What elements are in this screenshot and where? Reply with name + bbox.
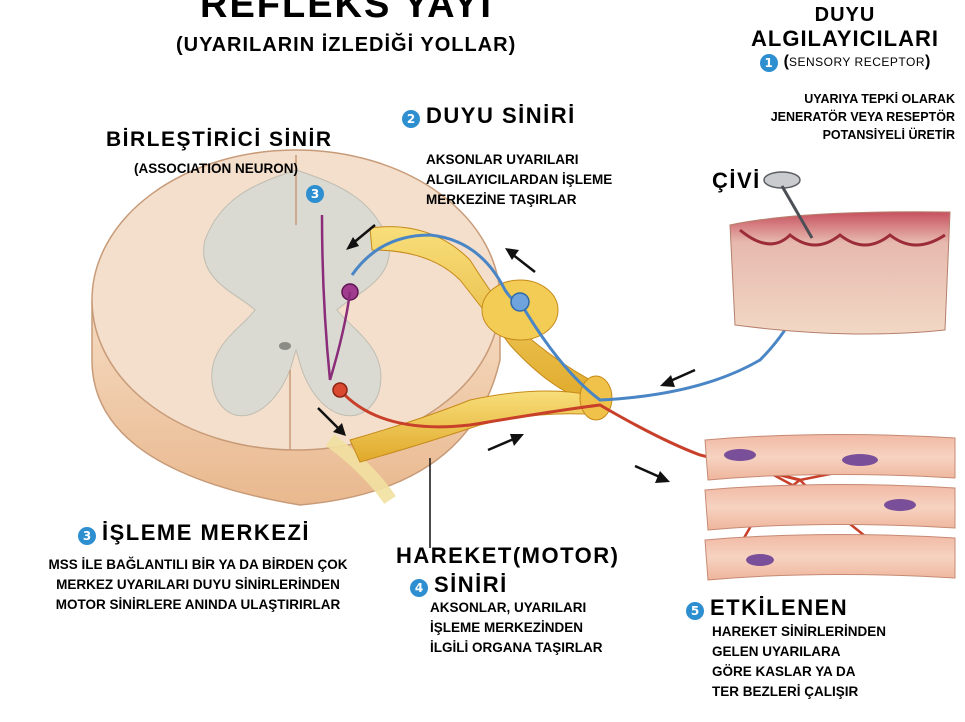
receptor-desc-line: JENERATÖR VEYA RESEPTÖR: [700, 108, 955, 126]
receptor-desc-line: UYARIYA TEPKİ OLARAK: [700, 90, 955, 108]
association-heading: BİRLEŞTİRİCİ SİNİR: [106, 128, 333, 152]
motor-desc: AKSONLAR, UYARILARI İŞLEME MERKEZİNDEN İ…: [430, 598, 603, 658]
muscle-section: [705, 434, 955, 580]
association-english: (ASSOCIATION NEURON): [134, 159, 298, 179]
processing-heading-row: 3 İŞLEME MERKEZİ: [78, 520, 310, 546]
badge-3: 3: [78, 527, 96, 545]
processing-heading: İŞLEME MERKEZİ: [102, 520, 310, 545]
sensory-desc-line: AKSONLAR UYARILARI: [426, 150, 612, 170]
badge-3-association: 3: [306, 185, 324, 203]
motor-heading-1: HAREKET(MOTOR): [396, 543, 619, 569]
page-subtitle: (UYARILARIN İZLEDİĞİ YOLLAR): [176, 34, 516, 57]
effector-heading: ETKİLENEN: [710, 595, 848, 620]
motor-desc-line: AKSONLAR, UYARILARI: [430, 598, 603, 618]
processing-desc-line: MERKEZ UYARILARI DUYU SİNİRLERİNDEN: [8, 575, 388, 595]
motor-heading-2: SİNİRİ: [434, 572, 508, 597]
sensory-desc-line: MERKEZİNE TAŞIRLAR: [426, 190, 612, 210]
receptor-heading-2: ALGILAYICILARI: [730, 27, 960, 51]
receptor-heading-1: DUYU: [730, 4, 960, 27]
badge-5: 5: [686, 602, 704, 620]
processing-desc-line: MSS İLE BAĞLANTILI BİR YA DA BİRDEN ÇOK: [8, 555, 388, 575]
receptor-block: DUYU ALGILAYICILARI 1(SENSORY RECEPTOR): [730, 4, 960, 72]
nail-label: ÇİVİ: [712, 168, 761, 194]
page-title: REFLEKS YAYI: [200, 0, 493, 24]
processing-desc-line: MOTOR SİNİRLERE ANINDA ULAŞTIRIRLAR: [8, 595, 388, 615]
receptor-english: SENSORY RECEPTOR: [789, 55, 925, 69]
sensory-heading-row: 2 DUYU SİNİRİ: [402, 103, 576, 129]
badge-2: 2: [402, 110, 420, 128]
badge-4: 4: [410, 579, 428, 597]
badge-1: 1: [760, 54, 778, 72]
receptor-desc-line: POTANSİYELİ ÜRETİR: [700, 126, 955, 144]
skin-section: [730, 212, 950, 334]
effector-desc-line: HAREKET SİNİRLERİNDEN: [712, 622, 886, 642]
receptor-desc: UYARIYA TEPKİ OLARAK JENERATÖR VEYA RESE…: [700, 90, 955, 144]
motor-desc-line: İŞLEME MERKEZİNDEN: [430, 618, 603, 638]
effector-desc: HAREKET SİNİRLERİNDEN GELEN UYARILARA GÖ…: [712, 622, 886, 702]
effector-desc-line: GÖRE KASLAR YA DA: [712, 662, 886, 682]
processing-desc: MSS İLE BAĞLANTILI BİR YA DA BİRDEN ÇOK …: [8, 555, 388, 615]
motor-heading-row: 4 SİNİRİ: [410, 572, 508, 598]
effector-desc-line: GELEN UYARILARA: [712, 642, 886, 662]
sensory-heading: DUYU SİNİRİ: [426, 103, 576, 128]
effector-desc-line: TER BEZLERİ ÇALIŞIR: [712, 682, 886, 702]
effector-heading-row: 5 ETKİLENEN: [686, 595, 848, 621]
sensory-desc-line: ALGILAYICILARDAN İŞLEME: [426, 170, 612, 190]
motor-desc-line: İLGİLİ ORGANA TAŞIRLAR: [430, 638, 603, 658]
sensory-desc: AKSONLAR UYARILARI ALGILAYICILARDAN İŞLE…: [426, 150, 612, 210]
